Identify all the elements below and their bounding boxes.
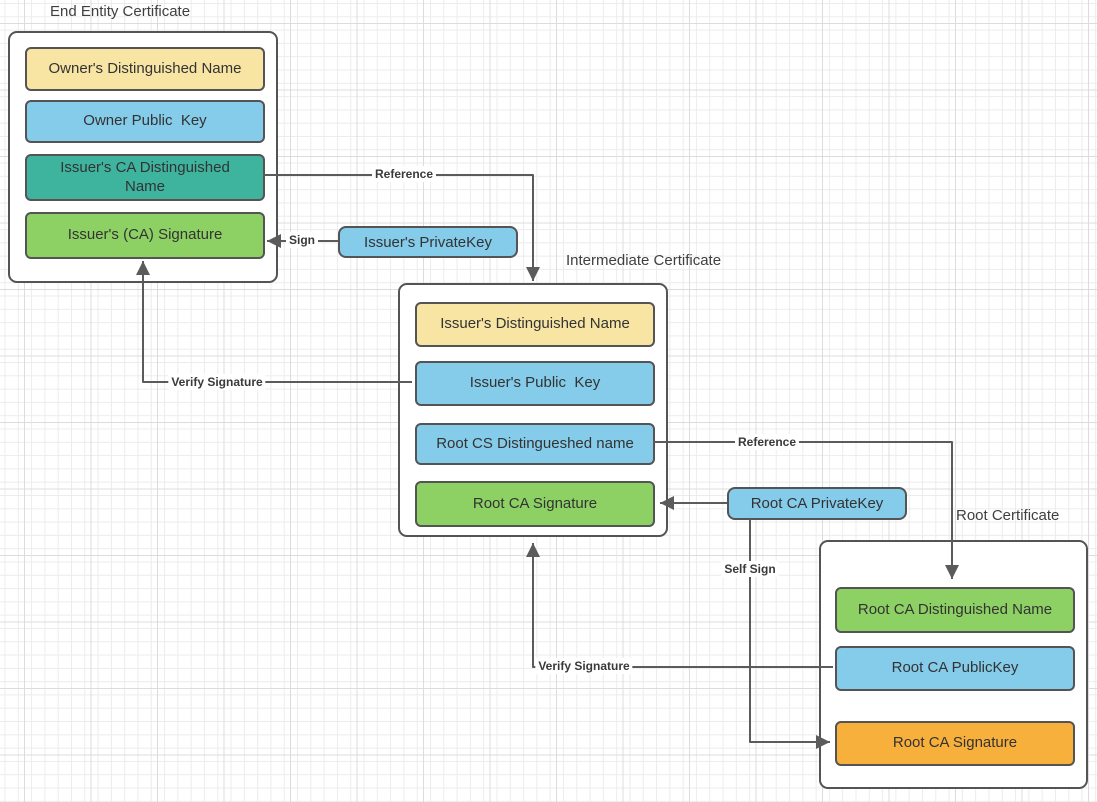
- issuer-ca-distinguished-name-label: Issuer's CA Distinguished Name: [60, 158, 234, 195]
- owner-public-key-box[interactable]: Owner Public Key: [25, 100, 265, 143]
- verify-signature-1-arrow[interactable]: [136, 261, 412, 383]
- owner-public-key-label: Owner Public Key: [83, 112, 207, 130]
- intermediate-certificate-group[interactable]: Issuer's Distinguished Name Issuer's Pub…: [398, 283, 668, 537]
- root-ca-signature-root-box[interactable]: Root CA Signature: [835, 721, 1075, 766]
- root-ca-signature-root-label: Root CA Signature: [892, 734, 1018, 752]
- issuer-private-key-label: Issuer's PrivateKey: [364, 233, 492, 251]
- self-sign-label[interactable]: Self Sign: [721, 561, 779, 577]
- root-certificate-group[interactable]: Root CA Distinguished Name Root CA Publi…: [819, 540, 1088, 789]
- reference-2-label[interactable]: Reference: [734, 434, 800, 450]
- root-ca-signature-intermediate-label: Root CA Signature: [472, 494, 598, 512]
- issuer-distinguished-name-label: Issuer's Distinguished Name: [440, 315, 630, 333]
- end-entity-certificate-group[interactable]: Owner's Distinguished Name Owner Public …: [8, 31, 278, 283]
- root-cs-distingueshed-name-box[interactable]: Root CS Distingueshed name: [415, 423, 655, 465]
- verify-signature-2-arrow[interactable]: [526, 543, 833, 668]
- issuer-public-key-box[interactable]: Issuer's Public Key: [415, 361, 655, 406]
- issuer-public-key-label: Issuer's Public Key: [469, 374, 601, 392]
- issuer-ca-signature-box[interactable]: Issuer's (CA) Signature: [25, 212, 265, 259]
- issuer-distinguished-name-box[interactable]: Issuer's Distinguished Name: [415, 302, 655, 347]
- reference-2-arrow[interactable]: [653, 441, 959, 579]
- reference-1-arrow[interactable]: [263, 174, 540, 281]
- issuer-ca-distinguished-name-box[interactable]: Issuer's CA Distinguished Name: [25, 154, 265, 201]
- root-ca-distinguished-name-box[interactable]: Root CA Distinguished Name: [835, 587, 1075, 633]
- sign-label[interactable]: Sign: [286, 232, 318, 248]
- root-ca-public-key-label: Root CA PublicKey: [891, 659, 1019, 677]
- root-ca-signature-intermediate-box[interactable]: Root CA Signature: [415, 481, 655, 527]
- owner-distinguished-name-label: Owner's Distinguished Name: [48, 59, 242, 77]
- self-sign-arrow[interactable]: [749, 519, 830, 749]
- root-ca-private-key-box[interactable]: Root CA PrivateKey: [727, 487, 907, 520]
- owner-distinguished-name-box[interactable]: Owner's Distinguished Name: [25, 47, 265, 91]
- verify-signature-1-label[interactable]: Verify Signature: [168, 374, 266, 390]
- verify-signature-2-label[interactable]: Verify Signature: [535, 658, 633, 674]
- issuer-ca-signature-label: Issuer's (CA) Signature: [67, 226, 223, 244]
- root-certificate-title: Root Certificate: [956, 507, 1060, 524]
- end-entity-certificate-title: End Entity Certificate: [50, 3, 191, 20]
- root-ca-distinguished-name-label: Root CA Distinguished Name: [857, 600, 1053, 618]
- reference-1-label[interactable]: Reference: [371, 166, 437, 182]
- intermediate-certificate-title: Intermediate Certificate: [566, 252, 722, 269]
- root-ca-public-key-box[interactable]: Root CA PublicKey: [835, 646, 1075, 691]
- root-ca-private-key-label: Root CA PrivateKey: [750, 495, 884, 512]
- issuer-private-key-box[interactable]: Issuer's PrivateKey: [338, 226, 518, 258]
- root-cs-distingueshed-name-label: Root CS Distingueshed name: [436, 434, 634, 452]
